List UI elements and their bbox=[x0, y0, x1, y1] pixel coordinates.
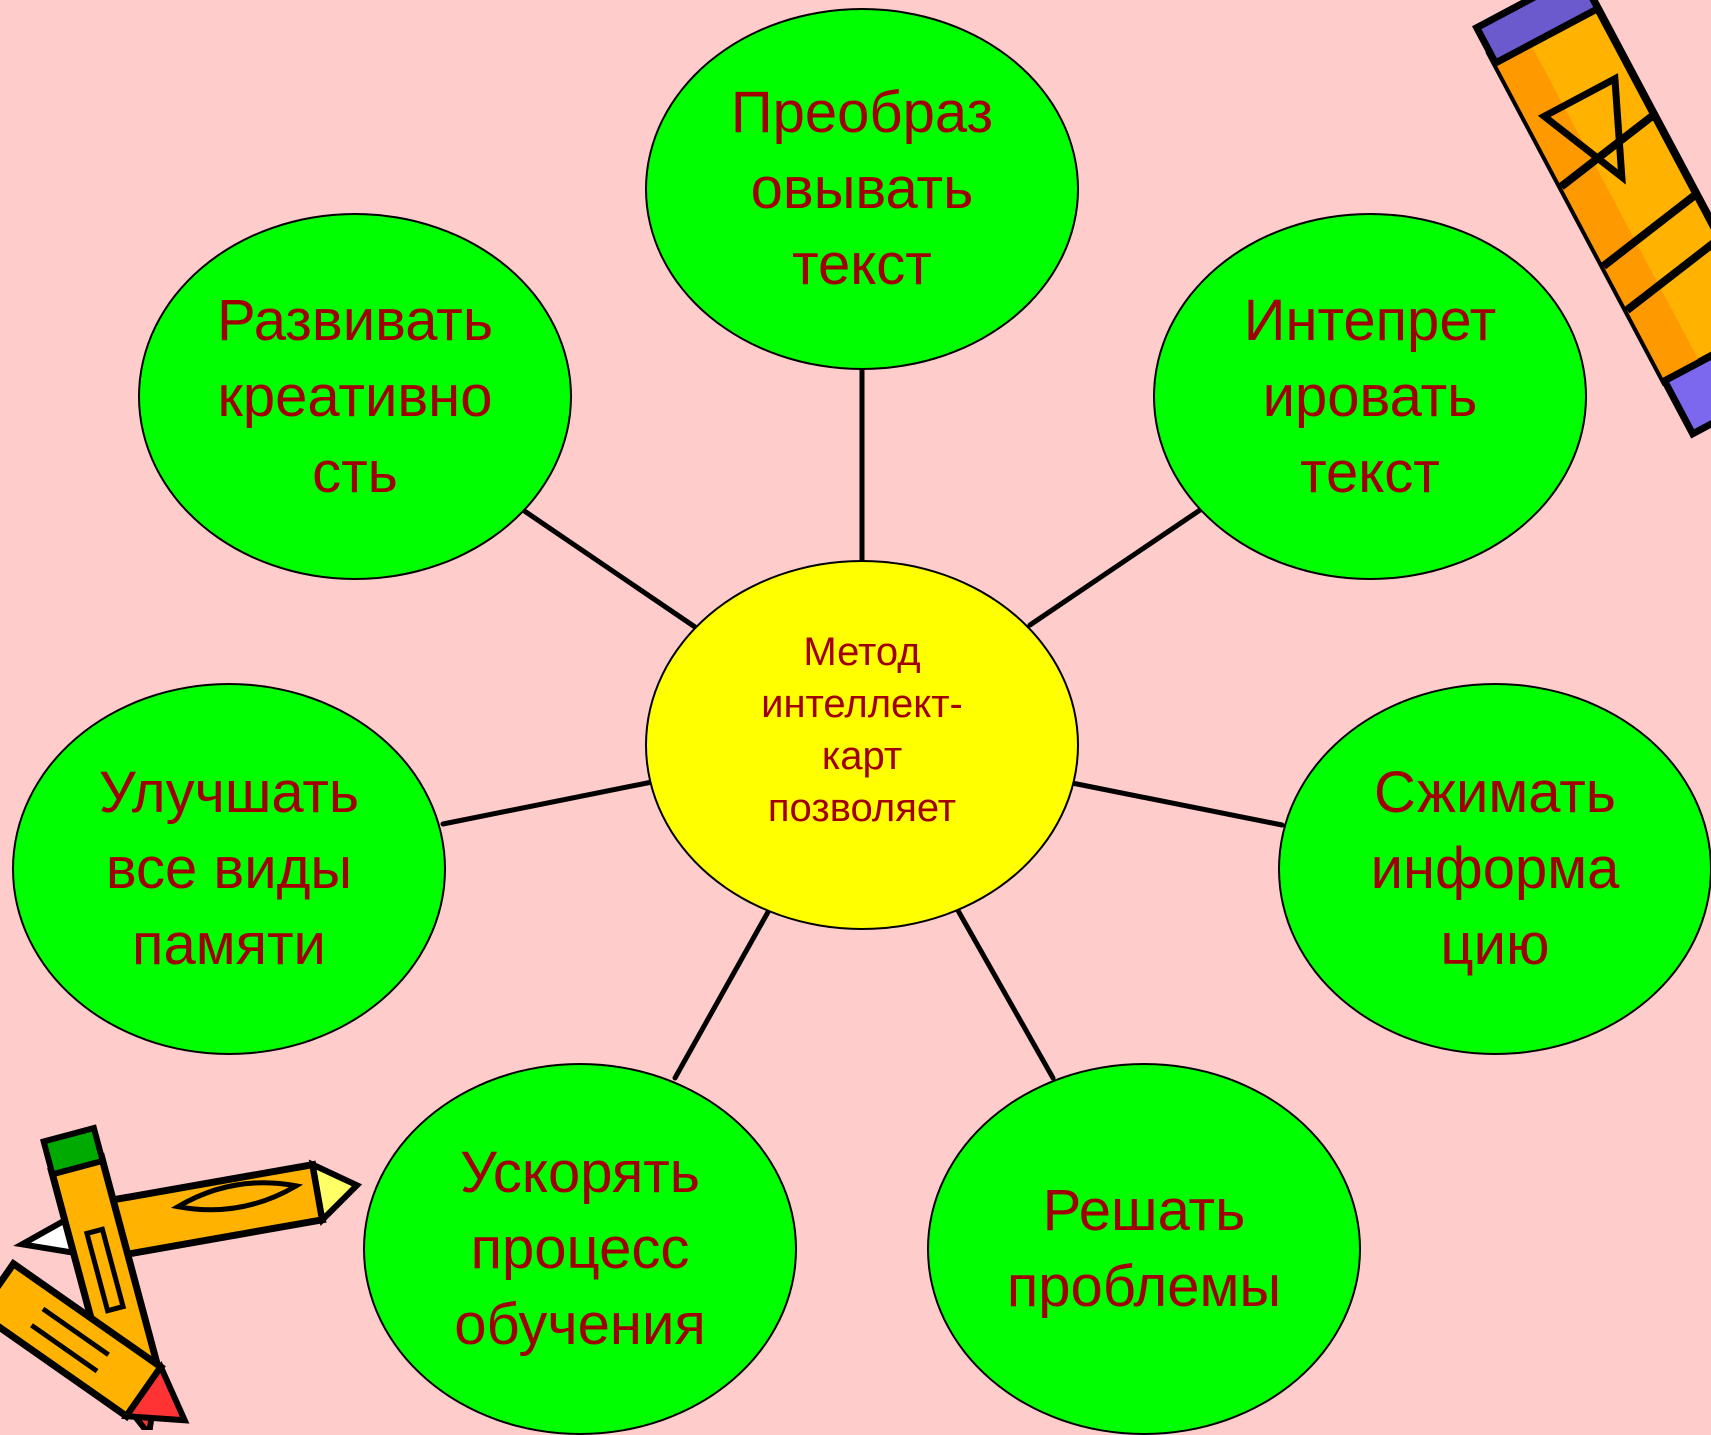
connector-line-bottom-right bbox=[953, 904, 1056, 1081]
connector-line-bottom-left bbox=[672, 909, 771, 1081]
connector-line-left bbox=[440, 779, 655, 827]
node-label: Решать проблемы bbox=[1006, 1178, 1282, 1319]
node-center: Метод интеллект- карт позволяет bbox=[645, 560, 1079, 930]
node-develop-creativity: Развивать креативно сть bbox=[138, 213, 572, 580]
connector-line-top-right bbox=[1027, 507, 1203, 628]
node-label: Преобраз овывать текст bbox=[730, 80, 994, 297]
connector-line-right bbox=[1069, 780, 1285, 828]
node-label: Улучшать все виды памяти bbox=[98, 760, 360, 977]
node-transform-text: Преобраз овывать текст bbox=[645, 8, 1079, 370]
node-speed-learning: Ускорять процесс обучения bbox=[363, 1063, 797, 1435]
node-label: Ускорять процесс обучения bbox=[454, 1140, 706, 1357]
center-label: Метод интеллект- карт позволяет bbox=[761, 630, 963, 830]
node-solve-problems: Решать проблемы bbox=[927, 1063, 1361, 1435]
node-label: Сжимать информа цию bbox=[1370, 760, 1620, 977]
node-interpret-text: Интепрет ировать текст bbox=[1153, 213, 1587, 580]
node-label: Развивать креативно сть bbox=[216, 287, 494, 505]
node-improve-memory: Улучшать все виды памяти bbox=[12, 683, 446, 1055]
node-compress-info: Сжимать информа цию bbox=[1278, 683, 1711, 1055]
connector-line-top-left bbox=[520, 507, 698, 630]
node-label: Интепрет ировать текст bbox=[1243, 287, 1497, 505]
